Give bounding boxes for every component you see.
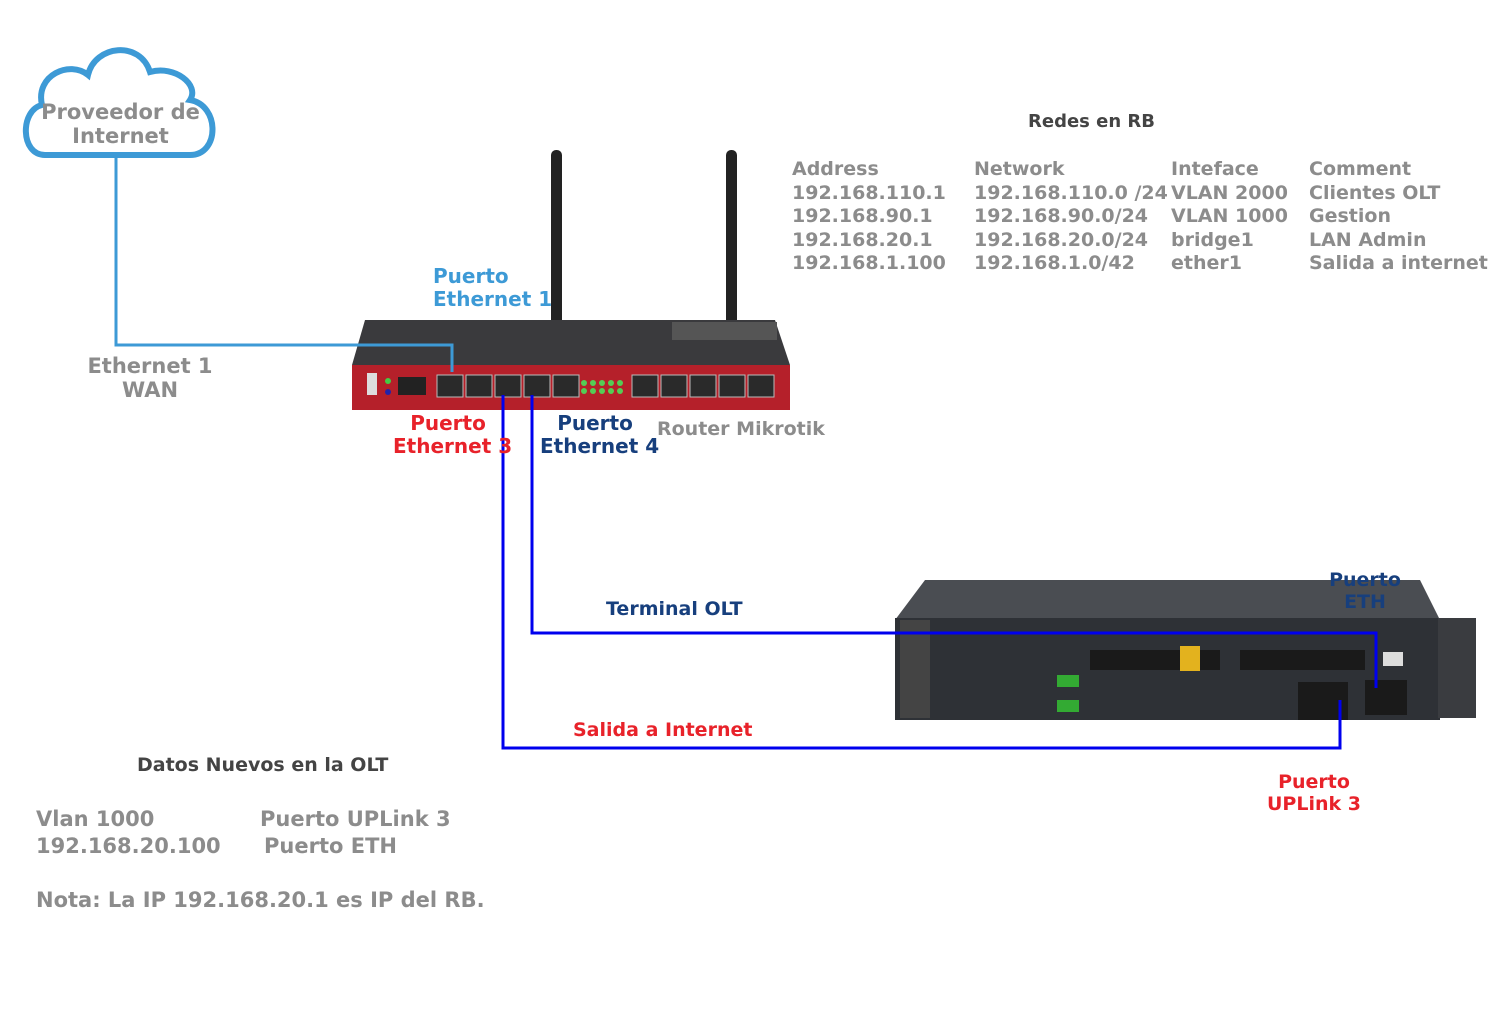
antenna [551,150,562,325]
router-led [581,388,587,394]
router-port-eth3 [494,374,522,398]
olt-eth: Puerto ETH [264,834,397,858]
router-led [581,380,587,386]
cloud-label: Proveedor de Internet [38,100,203,148]
cell: Gestion [1309,205,1391,227]
router-port-eth2 [465,374,493,398]
port4-label-line1: Puerto [557,411,633,435]
cell: 192.168.1.0/42 [974,252,1135,274]
rb-networks-title: Redes en RB [1028,111,1156,132]
header-comment: Comment [1309,158,1412,180]
router-device [352,320,790,410]
header-interface: Inteface [1171,158,1259,180]
olt-ip: 192.168.20.100 [36,834,221,858]
port1-label-line1: Puerto [433,264,509,288]
router-led [590,380,596,386]
cell: 192.168.90.0/24 [974,205,1149,227]
terminal-olt-link-line [530,395,1378,688]
cell: Salida a internet [1309,252,1488,274]
port3-label-line1: Puerto [410,411,486,435]
cell: ether1 [1171,252,1242,274]
port1-label-line2: Ethernet 1 [433,287,553,311]
port1-label: Puerto Ethernet 1 [433,265,552,311]
table-row: 192.168.1.100 192.168.1.0/42 ether1 Sali… [792,252,1488,276]
olt-note: Nota: La IP 192.168.20.1 es IP del RB. [36,888,485,912]
wan-label: Ethernet 1 WAN [80,354,220,402]
router-led [599,380,605,386]
router-port-eth8 [689,374,717,398]
olt-eth-label: Puerto ETH [1315,569,1415,614]
port3-label-line2: Ethernet 3 [393,434,513,458]
cell: VLAN 1000 [1171,205,1288,227]
table-row: 192.168.90.1 192.168.90.0/24 VLAN 1000 G… [792,205,1488,229]
olt-data-title: Datos Nuevos en la OLT [137,754,389,776]
router-led [590,388,596,394]
cell: 192.168.110.0 /24 [974,181,1168,204]
cell: 192.168.20.1 [792,228,933,251]
table-row: 192.168.20.1 192.168.20.0/24 bridge1 LAN… [792,229,1488,253]
port3-label: Puerto Ethernet 3 [393,411,513,458]
port4-label-line2: Ethernet 4 [540,434,660,458]
header-address: Address [792,158,879,180]
cell: 192.168.110.1 [792,181,946,204]
cloud-icon [22,47,216,158]
olt-eth-label-line2: ETH [1344,590,1386,613]
olt-uplink-label-line1: Puerto [1278,771,1350,793]
router-port-eth1 [436,374,464,398]
wan-label-line1: Ethernet 1 [87,354,213,378]
router-port-eth10 [747,374,775,398]
rb-networks-table: Address Network Inteface Comment 192.168… [792,158,1488,276]
cell: VLAN 2000 [1171,181,1288,204]
cloud-label-line1: Proveedor de [41,100,200,124]
wan-link-line [114,158,454,372]
olt-device [895,580,1476,720]
salida-internet-label: Salida a Internet [573,719,753,741]
olt-uplink-label: Puerto UPLink 3 [1258,771,1370,816]
antenna [726,150,737,325]
router-name: Router Mikrotik [657,418,825,440]
router-led [617,380,623,386]
cell: bridge1 [1171,228,1254,251]
olt-eth-label-line1: Puerto [1329,569,1401,591]
router-led [617,388,623,394]
wan-label-line2: WAN [121,378,179,403]
terminal-olt-label: Terminal OLT [606,598,743,620]
olt-vlan: Vlan 1000 [36,807,155,831]
cell: 192.168.1.100 [792,252,946,274]
cell: LAN Admin [1309,228,1427,251]
router-led [608,388,614,394]
table-row: 192.168.110.1 192.168.110.0 /24 VLAN 200… [792,182,1488,206]
table-header: Address Network Inteface Comment [792,158,1488,182]
olt-uplink-label-line2: UPLink 3 [1267,792,1361,815]
router-led [599,388,605,394]
cell: 192.168.90.1 [792,205,933,227]
router-led [608,380,614,386]
salida-internet-link-line [501,395,1342,750]
olt-uplink: Puerto UPLink 3 [260,807,451,831]
header-network: Network [974,158,1065,180]
router-port-eth4 [523,374,551,398]
router-port-eth9 [718,374,746,398]
cell: 192.168.20.0/24 [974,228,1149,251]
router-port-eth6 [631,374,659,398]
port4-label: Puerto Ethernet 4 [540,411,660,458]
cloud-label-line2: Internet [72,124,169,149]
router-port-eth7 [660,374,688,398]
router-port-eth5 [552,374,580,398]
cell: Clientes OLT [1309,181,1441,204]
